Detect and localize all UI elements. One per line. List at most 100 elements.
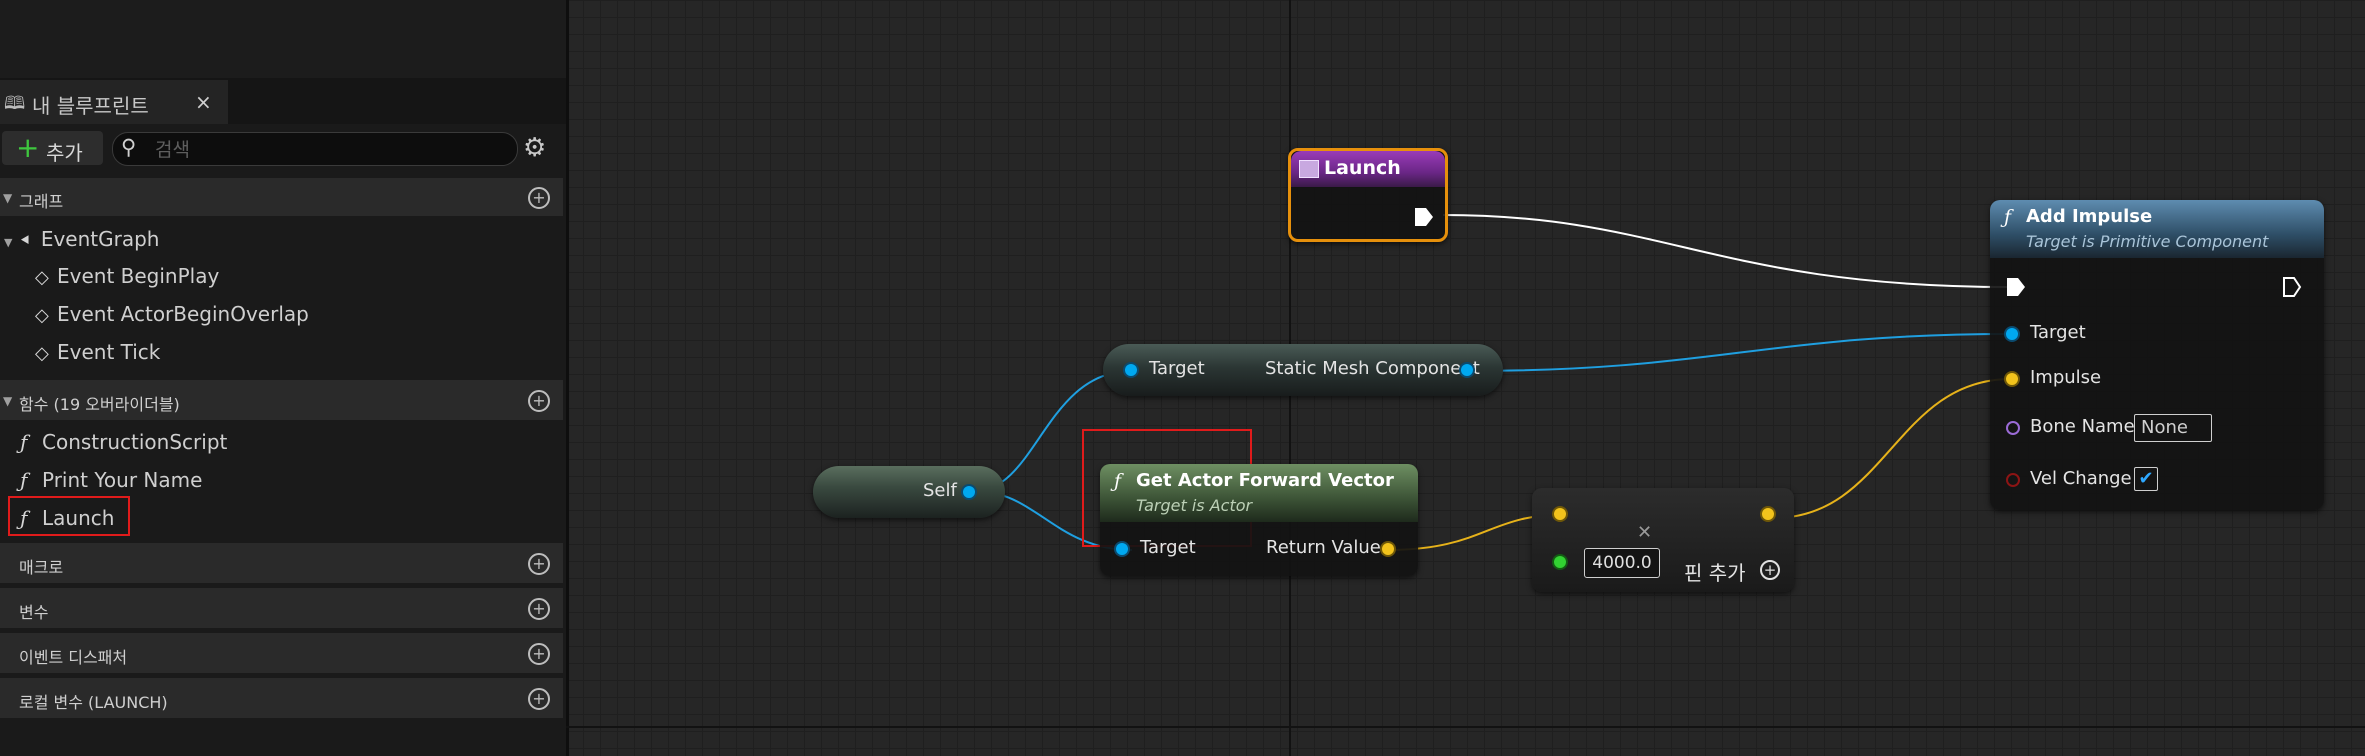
- my-blueprint-panel: 🕮 내 블루프린트 × + 추가 ⚲ ⚙ ▼ 그래프 + ▼ ⯇EventGra…: [0, 0, 566, 756]
- pin-label: Self: [923, 480, 957, 501]
- tree-item-label: Event Tick: [57, 340, 161, 364]
- float-input-pin[interactable]: [1554, 556, 1566, 568]
- multiply-icon: ✕: [1637, 522, 1653, 543]
- exec-output-pin[interactable]: [1414, 206, 1434, 228]
- node-title: Launch: [1324, 157, 1401, 179]
- static-mesh-output-pin[interactable]: [1461, 364, 1473, 376]
- function-icon: ƒ: [20, 506, 28, 530]
- blueprint-graph-canvas[interactable]: Launch Target Static Mesh Component Self…: [566, 0, 2365, 756]
- function-icon: ƒ: [20, 468, 28, 492]
- tree-item-label: Event ActorBeginOverlap: [57, 302, 309, 326]
- collapse-arrow-icon[interactable]: ▼: [3, 191, 13, 205]
- vector-wire-mul-to-impulse: [1773, 378, 2012, 519]
- section-title: 그래프: [19, 192, 64, 211]
- multiply-node[interactable]: 4000.0 ✕ 핀 추가 +: [1532, 488, 1794, 592]
- multiplier-value-field[interactable]: 4000.0: [1584, 548, 1660, 578]
- custom-event-icon: [1299, 160, 1319, 178]
- search-box[interactable]: ⚲: [112, 132, 518, 166]
- section-local-variables[interactable]: 로컬 변수 (LAUNCH) +: [0, 678, 563, 718]
- vel-change-checkbox[interactable]: ✔: [2134, 467, 2158, 491]
- add-pin-icon[interactable]: +: [1760, 560, 1780, 580]
- self-node[interactable]: Self: [813, 466, 1005, 518]
- target-input-pin[interactable]: [1125, 364, 1137, 376]
- tree-item-event-beginplay[interactable]: ◇Event BeginPlay: [35, 264, 219, 288]
- pin-label: Return Value: [1266, 537, 1381, 558]
- launch-highlight-box: [8, 496, 130, 536]
- book-icon: 🕮: [4, 93, 26, 114]
- target-input-pin[interactable]: [2006, 328, 2018, 340]
- exec-wire: [1442, 214, 2012, 288]
- section-title: 로컬 변수 (LAUNCH): [19, 693, 168, 712]
- function-icon: ƒ: [2004, 206, 2012, 228]
- plus-icon: +: [16, 131, 40, 164]
- collapse-arrow-icon[interactable]: ▼: [4, 236, 13, 249]
- gear-icon[interactable]: ⚙: [523, 133, 547, 163]
- section-graphs[interactable]: ▼ 그래프 +: [0, 178, 563, 216]
- tree-item-label: ConstructionScript: [42, 430, 228, 454]
- function-icon: ƒ: [1114, 470, 1122, 492]
- pin-label: Target: [1140, 537, 1196, 558]
- section-event-dispatchers[interactable]: 이벤트 디스패처 +: [0, 633, 563, 673]
- my-blueprint-tab[interactable]: 🕮 내 블루프린트 ×: [0, 80, 228, 125]
- search-input[interactable]: [153, 137, 497, 163]
- add-pin-label[interactable]: 핀 추가: [1684, 561, 1746, 585]
- event-icon: ◇: [35, 343, 49, 364]
- pin-label: Target: [2030, 322, 2086, 343]
- pin-label: Vel Change: [2030, 468, 2132, 489]
- vector-output-pin[interactable]: [1762, 508, 1774, 520]
- close-icon[interactable]: ×: [195, 90, 212, 114]
- graph-origin-axis-horizontal: [566, 726, 2365, 728]
- target-input-pin[interactable]: [1116, 543, 1128, 555]
- get-actor-forward-vector-node[interactable]: ƒ Get Actor Forward Vector Target is Act…: [1100, 464, 1418, 576]
- tree-item-label: Event BeginPlay: [57, 264, 220, 288]
- section-variables[interactable]: 변수 +: [0, 588, 563, 628]
- add-macro-icon[interactable]: +: [528, 553, 550, 575]
- launch-event-node[interactable]: Launch: [1288, 148, 1448, 242]
- tab-label: 내 블루프린트: [32, 94, 149, 118]
- impulse-input-pin[interactable]: [2006, 373, 2018, 385]
- search-icon: ⚲: [121, 135, 137, 159]
- section-title: 매크로: [19, 558, 64, 577]
- section-title: 이벤트 디스패처: [19, 648, 128, 667]
- panel-top-strip: [0, 0, 566, 78]
- function-icon: ƒ: [20, 430, 28, 454]
- add-variable-icon[interactable]: +: [528, 598, 550, 620]
- node-title: Add Impulse: [2026, 206, 2153, 227]
- tree-item-constructionscript[interactable]: ƒ ConstructionScript: [20, 430, 227, 454]
- node-header: ƒ Add Impulse Target is Primitive Compon…: [1990, 200, 2324, 258]
- tree-item-eventgraph[interactable]: ▼ ⯇EventGraph: [4, 227, 159, 251]
- graph-divider: [566, 0, 569, 756]
- get-static-mesh-node[interactable]: Target Static Mesh Component: [1103, 344, 1503, 396]
- vel-change-input-pin[interactable]: [2006, 473, 2020, 487]
- tree-item-event-actorbeginoverlap[interactable]: ◇Event ActorBeginOverlap: [35, 302, 309, 326]
- pin-label: Target: [1149, 358, 1205, 379]
- add-button-label: 추가: [46, 141, 83, 165]
- add-impulse-node[interactable]: ƒ Add Impulse Target is Primitive Compon…: [1990, 200, 2324, 510]
- bone-name-input-pin[interactable]: [2006, 421, 2020, 435]
- pin-label: Static Mesh Component: [1265, 358, 1480, 379]
- collapse-arrow-icon[interactable]: ▼: [3, 394, 13, 408]
- return-value-output-pin[interactable]: [1382, 543, 1394, 555]
- add-local-variable-icon[interactable]: +: [528, 688, 550, 710]
- pin-label: Impulse: [2030, 367, 2102, 388]
- add-function-icon[interactable]: +: [528, 390, 550, 412]
- vector-input-pin[interactable]: [1554, 508, 1566, 520]
- section-functions[interactable]: ▼ 함수 (19 오버라이더블) +: [0, 380, 563, 420]
- node-header: Launch: [1291, 151, 1445, 187]
- node-header: ƒ Get Actor Forward Vector Target is Act…: [1100, 464, 1418, 522]
- pin-label: Bone Name: [2030, 416, 2135, 437]
- exec-output-pin[interactable]: [2282, 276, 2302, 298]
- add-event-dispatcher-icon[interactable]: +: [528, 643, 550, 665]
- exec-input-pin[interactable]: [2006, 276, 2026, 298]
- section-title: 변수: [19, 603, 49, 622]
- tree-item-event-tick[interactable]: ◇ Event Tick: [35, 340, 160, 364]
- add-graph-icon[interactable]: +: [528, 187, 550, 209]
- bone-name-field[interactable]: None: [2134, 414, 2212, 442]
- tree-item-label: EventGraph: [40, 227, 160, 251]
- add-button[interactable]: + 추가: [2, 131, 103, 165]
- self-output-pin[interactable]: [963, 486, 975, 498]
- section-macros[interactable]: 매크로 +: [0, 543, 563, 583]
- node-subtitle: Target is Actor: [1136, 496, 1253, 515]
